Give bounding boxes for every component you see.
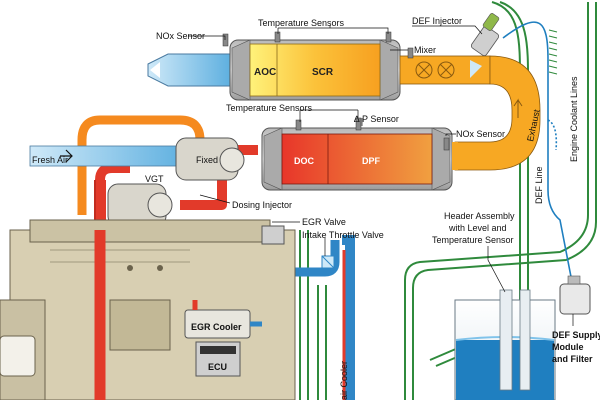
def-line [502,21,573,283]
coolant-coil [548,29,558,75]
mixer-icon [415,61,455,79]
mixer-label: Mixer [414,45,436,55]
def-supply-label-line-2: Module [552,342,584,352]
delta-p-probe [355,117,362,131]
fresh-air-arrow-icon [60,149,73,163]
scr-assembly: AOC SCR [147,13,500,101]
charge-air-loop [77,115,205,205]
vgt-label: VGT [145,174,164,184]
egr-valve-label: EGR Valve [302,217,346,227]
fixed-label: Fixed [196,155,218,165]
air-cooler-pipe [342,235,355,400]
dpf-label: DPF [362,156,381,166]
def-supply-label-line-1: DEF Supply [552,330,600,340]
exhaust-bend-pipe [454,55,541,171]
egr-cooler-label: EGR Cooler [191,322,242,332]
tailpipe-outlet [147,53,231,87]
intake-throttle-valve-label: Intake Throttle Valve [302,230,384,240]
header-assembly-label-line-1: Header Assembly [444,211,515,221]
def-injector [470,13,500,57]
temperature-sensors-mid-label: Temperature Sensors [226,103,313,113]
fresh-air-label: Fresh Air [32,155,68,165]
nox-sensor-top-label: NOx Sensor [156,31,205,41]
temperature-sensors-top-label: Temperature Sensors [258,18,345,28]
leader-lines [188,25,574,326]
doc-label: DOC [294,156,315,166]
egr-valve-body [261,225,285,245]
dosing-injector-label: Dosing Injector [232,200,292,210]
egr-cooler [184,300,262,339]
header-assembly-label-line-3: Temperature Sensor [432,235,514,245]
air-cooler-label: air Cooler [339,361,349,400]
def-line-label: DEF Line [534,166,544,204]
fixed-turbo: Fixed [175,137,245,181]
header-assembly-body [499,289,513,391]
temp-sensor-probe-2 [385,31,392,43]
def-spray [470,60,482,78]
header-assembly-label-line-2: with Level and [448,223,507,233]
dpf-assembly: DOC DPF [261,117,458,191]
aoc-label: AOC [254,67,276,78]
def-tank [454,289,556,400]
scr-label: SCR [312,67,334,78]
engine-coolant-lines-label: Engine Coolant Lines [569,76,579,162]
temp-sensor-probe-1 [274,31,281,43]
delta-p-sensor-label: ∆ P Sensor [354,114,399,124]
dpf-filter [281,133,433,185]
scr-catalyst [249,43,381,97]
def-injector-label: DEF Injector [412,16,462,26]
ecu-label: ECU [208,362,227,372]
def-supply-module [559,275,591,315]
nox-sensor-top-probe [222,33,229,47]
ecu-module [195,341,241,377]
def-supply-label-line-3: and Filter [552,354,593,364]
vgt-turbo: VGT [107,174,173,227]
engine-block [0,219,296,400]
nox-sensor-mid-label: NOx Sensor [456,129,505,139]
